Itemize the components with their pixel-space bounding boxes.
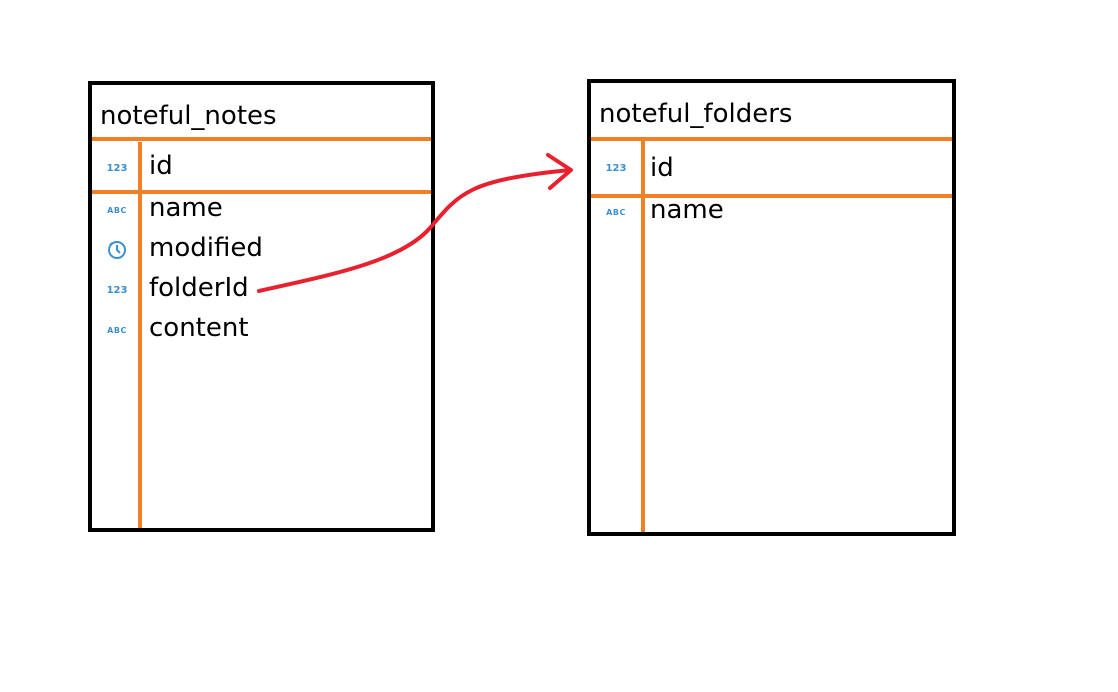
text-type-icon: ABC (606, 208, 626, 217)
table-noteful-folders: noteful_folders 123 id ABC name (587, 79, 956, 536)
header-divider (92, 137, 431, 141)
field-name: id (650, 153, 674, 183)
text-type-icon: ABC (107, 206, 127, 215)
arrowhead-icon (546, 153, 573, 190)
field-name: modified (149, 233, 263, 263)
field-row-name: ABC name (92, 191, 431, 231)
table-title: noteful_notes (100, 101, 277, 131)
clock-icon-graphic (108, 241, 126, 259)
field-row-modified: modified (92, 231, 431, 271)
field-row-id: 123 id (591, 151, 952, 191)
table-noteful-notes: noteful_notes 123 id ABC name modified 1… (88, 81, 435, 532)
field-name: folderId (149, 273, 249, 303)
type-column-divider (138, 142, 142, 528)
clock-icon (104, 239, 130, 265)
header-divider (591, 137, 952, 141)
field-row-name: ABC name (591, 193, 952, 233)
field-row-id: 123 id (92, 149, 431, 189)
numeric-type-icon: 123 (106, 163, 128, 174)
numeric-type-icon: 123 (106, 285, 128, 296)
numeric-type-icon: 123 (605, 163, 627, 174)
field-name: name (650, 195, 724, 225)
field-row-content: ABC content (92, 311, 431, 351)
field-name: name (149, 193, 223, 223)
text-type-icon: ABC (107, 326, 127, 335)
type-column-divider (641, 140, 645, 532)
field-name: content (149, 313, 249, 343)
field-row-folderid: 123 folderId (92, 271, 431, 311)
primary-key-divider (591, 194, 952, 198)
table-title: noteful_folders (599, 99, 793, 129)
field-name: id (149, 151, 173, 181)
